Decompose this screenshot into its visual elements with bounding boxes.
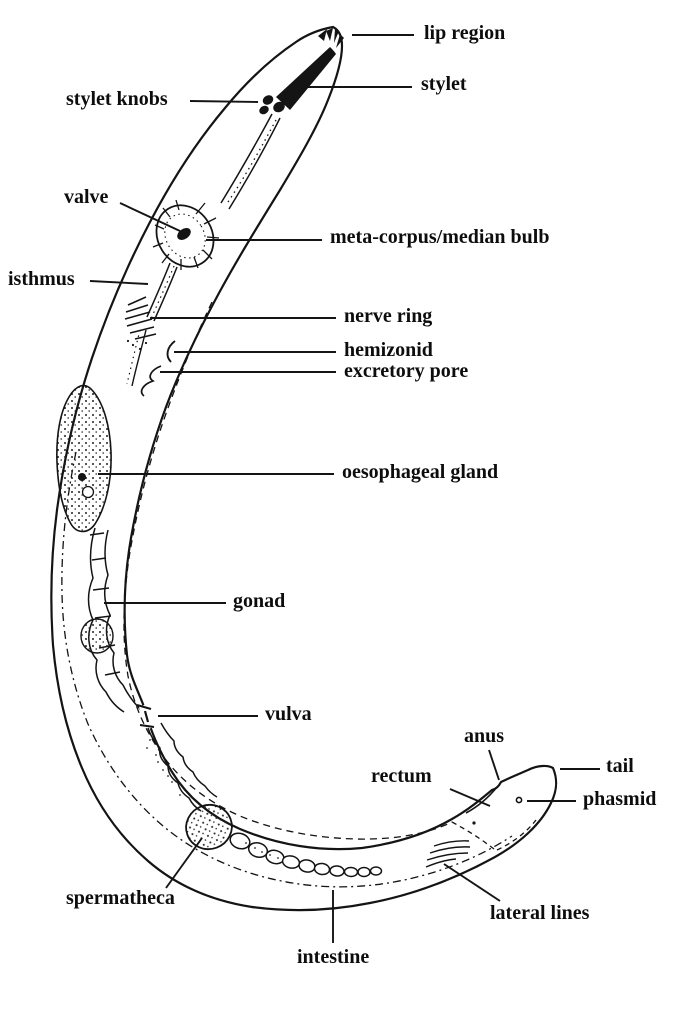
nerve-ring-marks: [124, 296, 157, 340]
label-nerve-ring: nerve ring: [344, 305, 433, 327]
intestine-cells: [229, 832, 383, 878]
gland-nucleolus-ring: [81, 485, 95, 499]
phasmid-shape: [515, 796, 523, 804]
label-vulva: vulva: [265, 703, 312, 725]
hemizonid-mark: [166, 340, 176, 363]
label-rectum: rectum: [371, 765, 432, 787]
label-hemizonid: hemizonid: [344, 339, 433, 361]
median-bulb: [152, 199, 220, 270]
label-spermatheca: spermatheca: [66, 887, 175, 909]
excretory-pore-mark: [140, 365, 162, 397]
label-isthmus: isthmus: [8, 268, 75, 290]
leader-lines: [89, 34, 600, 943]
label-oesophageal-gland: oesophageal gland: [342, 461, 499, 483]
stylet-shape: [276, 47, 336, 110]
leader-anus: [488, 749, 500, 781]
spermatheca-shape: [185, 803, 233, 851]
label-stylet: stylet: [421, 73, 467, 95]
label-lateral-lines: lateral lines: [490, 902, 590, 924]
lateral-field-dashed-lines: [61, 301, 537, 888]
leader-stylet-knobs: [189, 100, 259, 103]
nerve-ring-dots: [126, 339, 148, 351]
label-valve: valve: [64, 186, 109, 208]
lip-region-marks: [318, 28, 344, 48]
label-gonad: gonad: [233, 590, 286, 612]
label-stylet-knobs: stylet knobs: [66, 88, 168, 110]
leader-rectum: [449, 788, 491, 807]
uterus-stipple: [146, 739, 181, 796]
stylet-knobs-shape: [259, 95, 285, 115]
leader-spermatheca: [165, 837, 203, 889]
rectum-shape: [465, 786, 498, 814]
intestine-stipple: [245, 842, 279, 859]
label-phasmid: phasmid: [583, 788, 657, 810]
gonad-shape: [80, 527, 142, 713]
leader-valve: [119, 202, 181, 232]
lateral-lines-marks: [425, 840, 471, 868]
leader-lateral-lines: [443, 863, 501, 902]
label-lip-region: lip region: [424, 22, 506, 44]
label-intestine: intestine: [297, 946, 370, 968]
valve-shape: [177, 228, 191, 240]
oesophageal-gland-shape: [56, 384, 112, 533]
label-meta-corpus: meta-corpus/median bulb: [330, 226, 550, 248]
label-excretory-pore: excretory pore: [344, 360, 469, 382]
label-anus: anus: [464, 725, 505, 747]
gland-nucleus: [78, 473, 86, 481]
leader-isthmus: [89, 280, 149, 285]
vulva-shape: [136, 704, 157, 729]
uterus-tube: [147, 722, 218, 812]
rectum-dot: [472, 821, 476, 825]
label-tail: tail: [606, 755, 634, 777]
